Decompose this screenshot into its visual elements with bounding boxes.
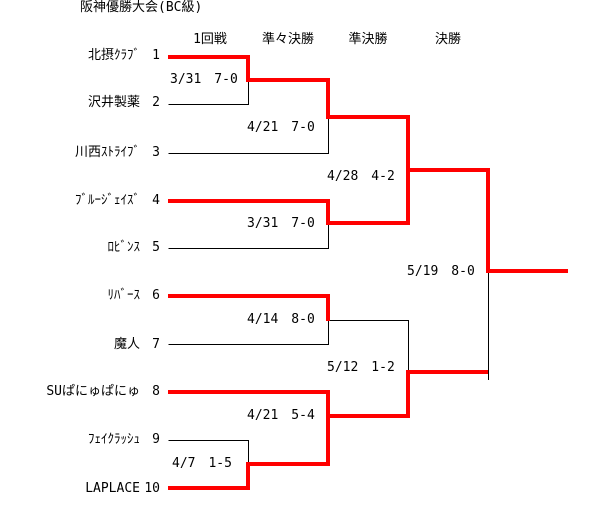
match-result: 4/7 1-5 bbox=[172, 456, 232, 471]
team-seed: 3 bbox=[152, 145, 160, 160]
team-name: ﾛﾋﾞﾝｽ bbox=[107, 240, 141, 255]
round-header-2: 準々決勝 bbox=[261, 32, 314, 47]
team-name: ﾌｪｲｸﾗｯｼｭ bbox=[88, 432, 140, 447]
team-name: 魔人 bbox=[113, 337, 140, 352]
match-result: 4/21 7-0 bbox=[247, 120, 315, 135]
round-header-3: 準決勝 bbox=[348, 32, 388, 47]
team-name: 北摂ｸﾗﾌﾞ bbox=[87, 48, 140, 63]
team-name: 沢井製薬 bbox=[87, 95, 140, 110]
match-result: 4/28 4-2 bbox=[327, 169, 395, 184]
round-header-4: 決勝 bbox=[434, 32, 461, 47]
round-header-1: 1回戦 bbox=[193, 32, 227, 47]
winner-lines bbox=[168, 55, 568, 490]
team-name: LAPLACE bbox=[85, 481, 140, 496]
match-result: 3/31 7-0 bbox=[170, 72, 238, 87]
team-name: ﾌﾞﾙｰｼﾞｪｲｽﾞ bbox=[75, 193, 140, 208]
loser-line bbox=[168, 321, 329, 345]
team-seed: 4 bbox=[152, 193, 160, 208]
page-title: 阪神優勝大会(BC級) bbox=[80, 0, 203, 15]
team-seed: 5 bbox=[152, 240, 160, 255]
team-seed: 2 bbox=[152, 95, 160, 110]
winner-line bbox=[168, 370, 488, 418]
team-name: SUぱにゅぱにゅ bbox=[46, 384, 140, 399]
match-result: 5/12 1-2 bbox=[327, 360, 395, 375]
winner-line bbox=[168, 294, 330, 321]
loser-line bbox=[168, 223, 329, 249]
team-seed: 8 bbox=[152, 384, 160, 399]
loser-line bbox=[328, 296, 409, 370]
winner-line bbox=[168, 172, 410, 225]
team-name: 川西ｽﾄﾗｲﾌﾞ bbox=[74, 145, 140, 160]
team-seed: 1 bbox=[152, 48, 160, 63]
match-result: 3/31 7-0 bbox=[247, 216, 315, 231]
team-seed: 10 bbox=[144, 481, 160, 496]
loser-line bbox=[168, 56, 249, 105]
team-seed: 9 bbox=[152, 432, 160, 447]
winner-line bbox=[168, 55, 568, 273]
match-result: 4/21 5-4 bbox=[247, 408, 315, 423]
team-name: ﾘﾊﾞｰｽ bbox=[107, 288, 141, 303]
match-result: 5/19 8-0 bbox=[407, 264, 475, 279]
team-seed: 6 bbox=[152, 288, 160, 303]
match-result: 4/14 8-0 bbox=[247, 312, 315, 327]
loser-line bbox=[168, 115, 329, 154]
loser-line bbox=[168, 440, 249, 462]
team-seed: 7 bbox=[152, 337, 160, 352]
winner-line bbox=[168, 418, 330, 490]
